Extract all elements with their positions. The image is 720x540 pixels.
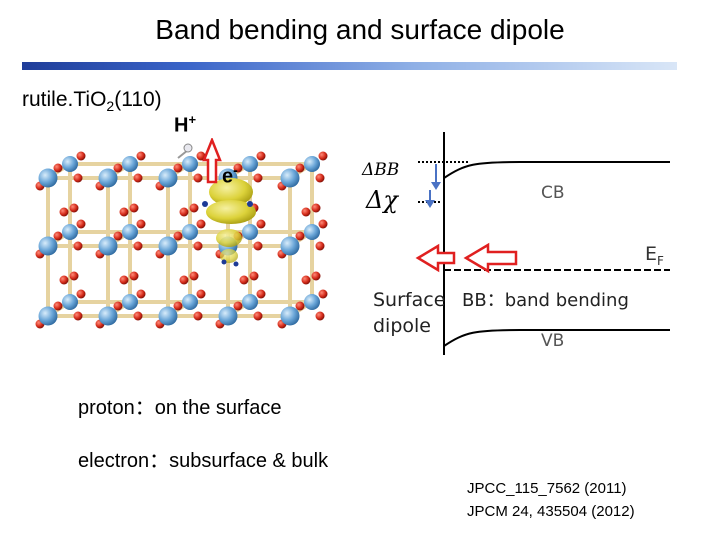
band-bending-label: BB：band bending [462,290,629,311]
surface-dipole-line-2: dipole [373,315,431,337]
band-bending-diagram [415,132,670,355]
band-arrow-left [463,242,518,274]
electron-note: electron：subsurface & bulk [78,450,329,472]
proton-atom [177,143,193,159]
proton-up-arrow [202,138,222,184]
surface-dipole-label: Surface dipole [373,287,445,339]
reference-1: JPCC_115_7562 (2011) [467,480,627,497]
conduction-band-curve [443,161,670,179]
title-underline-bar [22,62,677,70]
electron-charge: - [233,162,238,178]
delta-chi-label: Δχ [366,186,398,214]
vb-label: VB [541,331,565,351]
material-label-main: rutile.TiO [22,88,107,111]
reference-2: JPCM 24, 435504 (2012) [467,503,635,520]
proton-label: H+ [174,112,197,137]
proton-charge: + [188,112,197,127]
electron-label: e- [222,162,238,188]
references: JPCC_115_7562 (2011) JPCM 24, 435504 (20… [467,477,635,523]
material-label: rutile.TiO2(110) [22,88,162,114]
delta-bb-label: ΔBB [362,160,400,180]
crystal-structure-illustration [35,138,328,329]
material-label-subscript: 2 [106,98,115,115]
delta-chi-arrow [425,200,435,208]
crystal-atoms-front [35,163,325,329]
crystal-atoms-back [62,151,328,310]
electron-density-lobes [206,178,256,263]
material-label-suffix: (110) [114,88,162,111]
surface-dipole-line-1: Surface [373,289,446,311]
proton-note: proton：on the surface [78,397,282,419]
dipole-arrow-left [415,243,456,273]
valence-band-curve [443,329,670,347]
cb-label: CB [541,183,565,203]
charge-spots [202,201,253,267]
page-title: Band bending and surface dipole [155,14,565,45]
delta-bb-arrow [431,182,441,190]
fermi-level-label: EF [645,243,664,268]
fermi-level-subscript: F [657,253,664,268]
